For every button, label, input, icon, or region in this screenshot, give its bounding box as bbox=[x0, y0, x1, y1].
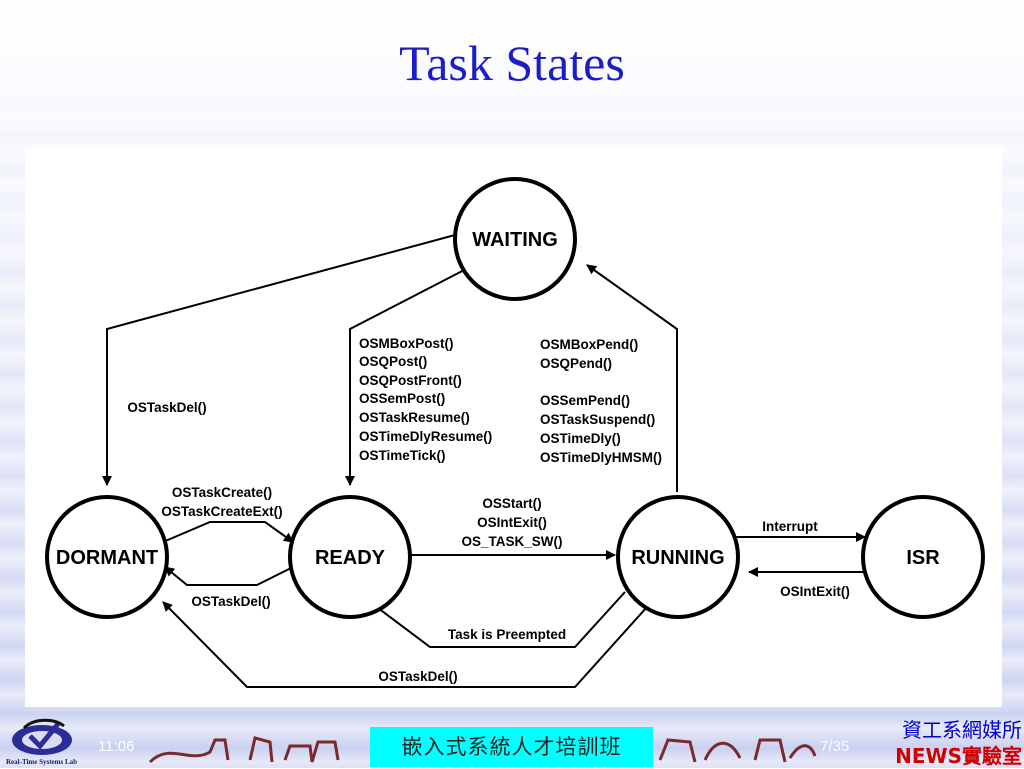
edge-running-to-ready bbox=[369, 591, 626, 648]
label-dormant-to-ready-2: OSTaskCreateExt() bbox=[161, 504, 282, 519]
fn-running-to-waiting-7: OSTimeDlyHMSM() bbox=[540, 450, 662, 465]
fn-waiting-to-ready-7: OSTimeTick() bbox=[359, 448, 446, 463]
fn-running-to-waiting-4: OSSemPend() bbox=[540, 393, 630, 408]
node-label-dormant: DORMANT bbox=[56, 547, 158, 569]
course-name-banner: 嵌入式系統人才培訓班 bbox=[370, 727, 653, 767]
waiting-to-ready-functions: OSMBoxPost() OSQPost() OSQPostFront() OS… bbox=[359, 336, 492, 463]
fn-waiting-to-ready-6: OSTimeDlyResume() bbox=[359, 429, 492, 444]
node-waiting: WAITING bbox=[453, 177, 577, 301]
fn-running-to-waiting-6: OSTimeDly() bbox=[540, 431, 621, 446]
node-dormant: DORMANT bbox=[45, 495, 169, 619]
edge-running-to-waiting bbox=[586, 264, 678, 492]
node-running: RUNNING bbox=[616, 495, 740, 619]
footer-time: 11:06 bbox=[98, 738, 135, 755]
node-label-isr: ISR bbox=[906, 547, 940, 569]
node-label-ready: READY bbox=[315, 547, 386, 569]
label-isr-to-running: OSIntExit() bbox=[780, 584, 850, 599]
node-ready: READY bbox=[288, 495, 412, 619]
edge-waiting-to-dormant bbox=[102, 234, 456, 486]
fn-waiting-to-ready-1: OSMBoxPost() bbox=[359, 336, 454, 351]
lab-name: NEWS實驗室 bbox=[895, 744, 1022, 768]
node-label-waiting: WAITING bbox=[472, 229, 558, 251]
fn-running-to-waiting-5: OSTaskSuspend() bbox=[540, 412, 655, 427]
slide-number: 7/35 bbox=[820, 738, 850, 755]
fn-running-to-waiting-1: OSMBoxPend() bbox=[540, 337, 638, 352]
running-to-waiting-functions: OSMBoxPend() OSQPend() OSSemPend() OSTas… bbox=[540, 337, 662, 465]
fn-running-to-waiting-2: OSQPend() bbox=[540, 356, 612, 371]
label-ready-to-running-3: OS_TASK_SW() bbox=[461, 534, 562, 549]
label-waiting-to-dormant: OSTaskDel() bbox=[127, 400, 206, 415]
edge-ready-to-dormant bbox=[164, 566, 294, 586]
label-running-to-isr: Interrupt bbox=[762, 519, 818, 534]
label-ready-to-dormant: OSTaskDel() bbox=[191, 594, 270, 609]
label-running-to-ready: Task is Preempted bbox=[448, 627, 566, 642]
skyline-decoration bbox=[148, 736, 817, 764]
edge-dormant-to-ready bbox=[162, 521, 294, 543]
fn-waiting-to-ready-2: OSQPost() bbox=[359, 354, 427, 369]
edge-running-to-dormant bbox=[162, 601, 648, 688]
lab-logo: Real-Time Systems Lab bbox=[4, 714, 82, 768]
lab-logo-caption: Real-Time Systems Lab bbox=[6, 758, 78, 766]
diagram-panel: WAITING DORMANT READY RUNNING ISR OSTask… bbox=[25, 147, 1002, 707]
slide-footer: Real-Time Systems Lab 11:06 bbox=[0, 712, 1024, 768]
fn-waiting-to-ready-3: OSQPostFront() bbox=[359, 373, 462, 388]
label-running-to-dormant: OSTaskDel() bbox=[378, 669, 457, 684]
page-title: Task States bbox=[399, 35, 625, 91]
institute-name: 資工系網媒所 bbox=[902, 718, 1022, 742]
task-state-diagram: WAITING DORMANT READY RUNNING ISR OSTask… bbox=[45, 177, 985, 688]
node-label-running: RUNNING bbox=[631, 547, 724, 569]
label-dormant-to-ready-1: OSTaskCreate() bbox=[172, 485, 272, 500]
label-ready-to-running-1: OSStart() bbox=[482, 496, 541, 511]
edge-waiting-to-ready bbox=[345, 266, 471, 486]
node-isr: ISR bbox=[861, 495, 985, 619]
fn-waiting-to-ready-4: OSSemPost() bbox=[359, 391, 445, 406]
label-ready-to-running-2: OSIntExit() bbox=[477, 515, 547, 530]
fn-waiting-to-ready-5: OSTaskResume() bbox=[359, 410, 470, 425]
